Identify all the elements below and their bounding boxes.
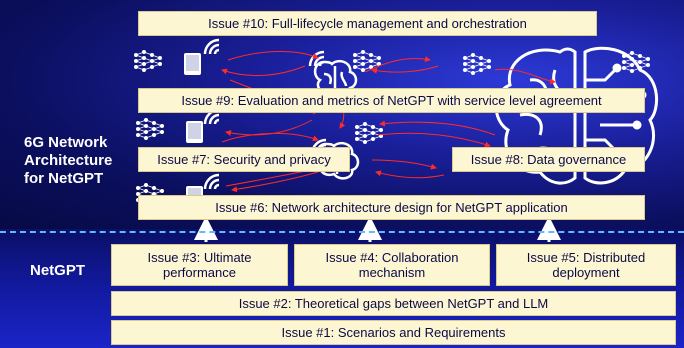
netgpt-section-label: NetGPT	[30, 262, 86, 279]
neural-network-icon	[135, 117, 165, 141]
up-arrow-icon	[194, 216, 561, 242]
issue-7-box: Issue #7: Security and privacy	[138, 147, 350, 172]
issue-8-box: Issue #8: Data governance	[452, 147, 645, 172]
neural-network-icon	[352, 49, 382, 73]
architecture-background	[0, 0, 684, 229]
tablet-icon	[186, 121, 203, 143]
neural-network-icon	[354, 121, 384, 145]
section-divider	[0, 231, 684, 233]
architecture-section-label: 6G Network Architecture for NetGPT	[24, 134, 113, 187]
issue-4-box: Issue #4: Collaboration mechanism	[294, 244, 490, 286]
issue-1-box: Issue #1: Scenarios and Requirements	[111, 320, 676, 345]
issue-9-box: Issue #9: Evaluation and metrics of NetG…	[138, 88, 645, 113]
issue-6-box: Issue #6: Network architecture design fo…	[138, 195, 645, 220]
issue-5-box: Issue #5: Distributed deployment	[496, 244, 676, 286]
issue-3-box: Issue #3: Ultimate performance	[111, 244, 288, 286]
wifi-signal-icon	[203, 173, 221, 191]
issue-2-box: Issue #2: Theoretical gaps between NetGP…	[111, 291, 676, 316]
neural-network-icon	[462, 52, 492, 76]
neural-network-icon	[133, 49, 163, 73]
issue-10-box: Issue #10: Full-lifecycle management and…	[138, 11, 597, 36]
tablet-icon	[184, 53, 201, 75]
wifi-signal-icon	[203, 38, 221, 56]
